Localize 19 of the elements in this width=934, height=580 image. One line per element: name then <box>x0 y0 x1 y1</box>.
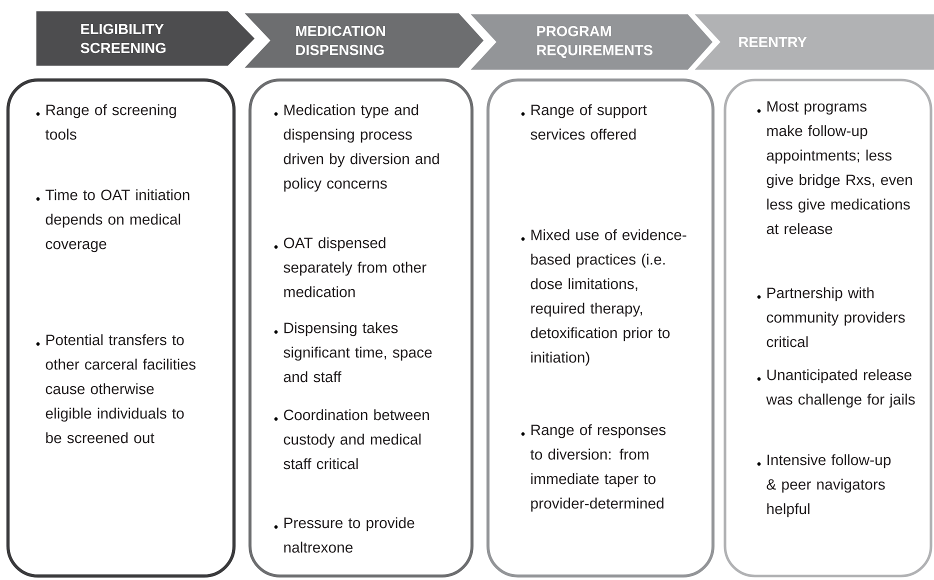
bullet-text: Time to OAT initiation depends on medical coverage <box>46 189 190 252</box>
bullet-text: Range of support services offered <box>530 104 647 140</box>
step-banner: MEDICATION DISPENSING <box>243 12 484 68</box>
bullet-text: Range of responses to diversion: from immediate taper to provider-determined <box>530 424 666 512</box>
bullet-text: OAT dispensed separately from other medication <box>284 237 426 298</box>
step-banner: PROGRAM REQUIREMENTS <box>469 14 714 70</box>
bullet-text: Most programs make follow-up appointments; less give bridge Rxs, even less give medications at release <box>766 101 912 234</box>
bullet-text: Dispensing takes significant time, space and staff <box>284 322 432 382</box>
bullet-text: Pressure to provide naltrexone <box>284 517 414 553</box>
bullet-text: Intensive follow-up & peer navigators helpful <box>766 454 891 518</box>
step-banner: ELIGIBILITY SCREENING <box>36 10 256 66</box>
step-banner: REENTRY <box>693 14 934 70</box>
bullet-text: Range of screening tools <box>45 104 176 140</box>
bullet-text: Potential transfers to other carceral facilities cause otherwise eligible individuals to be screened out <box>46 334 196 444</box>
bullet-text: Medication type and dispensing process driven by diversion and policy concerns <box>284 104 439 192</box>
bullet-text: Mixed use of evidence-based practices (i.e. dose limitations, required therapy, detoxification prior to initiation) <box>530 229 686 366</box>
bullet-text: Unanticipated release was challenge for jails <box>766 369 915 408</box>
bullet-text: Coordination between custody and medical staff critical <box>284 409 429 470</box>
bullet-text: Partnership with community providers critical <box>766 287 905 348</box>
